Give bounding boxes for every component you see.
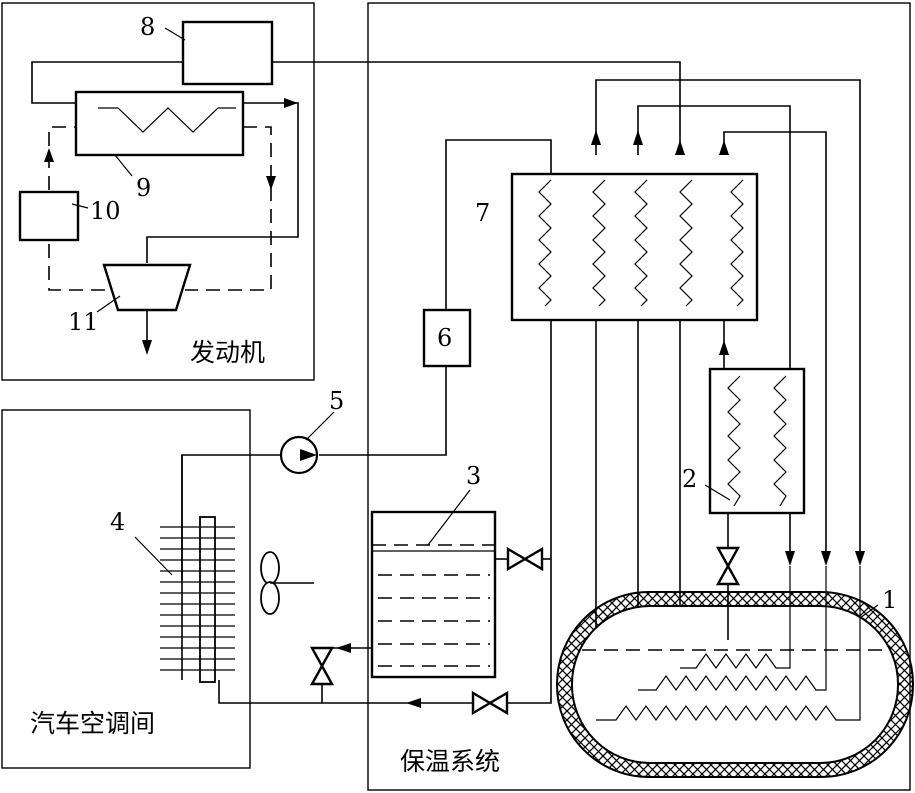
arrow-down-c <box>855 551 865 566</box>
hx2-coil-1 <box>727 375 741 507</box>
component-11-turbine <box>102 263 192 312</box>
tank-coil-3 <box>596 566 861 722</box>
arrow-down-b <box>821 551 831 566</box>
leader-8 <box>164 27 186 41</box>
label-3: 3 <box>466 462 481 490</box>
hx7-coil-2 <box>592 179 606 307</box>
valve-2-top <box>715 546 741 569</box>
component-10-box <box>18 190 80 242</box>
valve-4-bottom <box>309 663 335 686</box>
valve-4-top <box>309 646 335 669</box>
hx2-coil-2 <box>773 375 787 507</box>
arrow-dash-down <box>266 176 276 190</box>
label-8: 8 <box>140 13 155 41</box>
leader-1 <box>859 604 879 619</box>
label-10: 10 <box>90 197 121 225</box>
leader-9 <box>114 154 133 177</box>
leader-10 <box>71 203 89 209</box>
component-7-heat-exchanger <box>510 172 759 322</box>
engine-region-frame <box>1 2 315 381</box>
pump-5-arrow <box>300 449 317 461</box>
arrow-8-7 <box>675 140 685 155</box>
component-3-tank <box>370 510 497 679</box>
arrow-2-up <box>719 340 729 355</box>
region-label-engine: 发动机 <box>190 338 265 367</box>
region-label-insulation: 保温系统 <box>400 747 500 776</box>
tank-coil-2 <box>638 566 827 692</box>
tank-1-inner <box>571 605 899 764</box>
line-8-to-9 <box>31 61 183 104</box>
leader-11 <box>96 295 121 313</box>
region-label-cabin: 汽车空调间 <box>30 709 155 738</box>
label-11: 11 <box>68 308 99 336</box>
arrow-pipe-c <box>719 140 729 155</box>
hx7-coil-4 <box>679 179 693 307</box>
arrow-pipe-b <box>633 130 643 145</box>
tank-coil-1 <box>680 566 791 670</box>
label-2: 2 <box>682 465 697 493</box>
line-7-to-6 <box>445 139 552 310</box>
hx7-coil-1 <box>538 179 552 307</box>
leader-4 <box>134 536 173 576</box>
leader-5 <box>305 411 335 441</box>
arrow-9-out <box>284 98 298 108</box>
component-9-heat-exchanger <box>74 90 245 157</box>
pipe-bottom-return <box>218 680 473 704</box>
arrow-exhaust <box>142 340 152 355</box>
valve-bottom-left <box>471 690 493 716</box>
hx7-coil-5 <box>730 179 744 307</box>
dash-loop-left-bottom <box>48 240 105 291</box>
arrow-dash-up <box>44 148 54 162</box>
pipe-7-to-valve <box>507 320 552 704</box>
leader-2 <box>704 484 731 501</box>
label-4: 4 <box>110 508 125 536</box>
arrow-bottom-return <box>406 698 421 708</box>
label-9: 9 <box>136 174 151 202</box>
label-6: 6 <box>437 324 452 352</box>
valve-3-right <box>522 546 544 572</box>
insulation-region-frame <box>367 2 911 791</box>
line-9-to-11 <box>146 102 299 263</box>
component-4-tube <box>199 516 216 683</box>
hx7-coil-3 <box>634 179 648 307</box>
label-1: 1 <box>882 586 897 614</box>
leader-3 <box>427 489 471 546</box>
hx9-coil <box>98 107 236 133</box>
label-5: 5 <box>329 387 344 415</box>
component-2-heat-exchanger <box>708 367 806 515</box>
component-4-fins <box>160 526 235 671</box>
component-8-box <box>181 20 274 86</box>
pipe-outer-loop <box>595 79 861 563</box>
valve-3-left <box>506 546 528 572</box>
component-6-box <box>422 308 472 368</box>
valve-2-bottom <box>715 563 741 586</box>
cabin-region-frame <box>1 409 251 769</box>
arrow-3-out <box>336 643 351 653</box>
dash-loop-right <box>185 126 272 291</box>
dash-loop-left-top <box>48 126 76 190</box>
arrow-down-a <box>785 551 795 566</box>
line-8-to-7 <box>272 61 681 148</box>
line-6-to-5 <box>319 366 447 456</box>
fan-icon <box>260 551 314 615</box>
arrow-pipe-a <box>591 130 601 145</box>
label-7: 7 <box>475 199 490 227</box>
valve-bottom-right <box>487 690 509 716</box>
